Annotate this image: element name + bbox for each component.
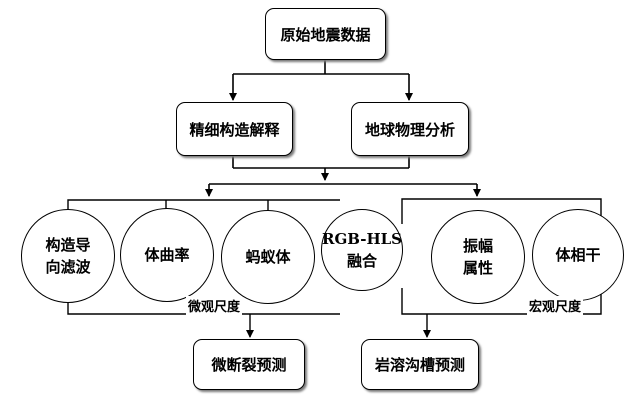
- volume-curvature-circle: 体曲率: [120, 208, 214, 302]
- fine-structure-interpretation-box: 精细构造解释: [176, 102, 293, 156]
- volume-curvature-label: 体曲率: [144, 246, 190, 264]
- rgb-hls-line2: 融合: [346, 252, 377, 270]
- coherence-label: 体相干: [555, 246, 601, 264]
- geophysical-analysis-box: 地球物理分析: [351, 102, 469, 156]
- structure-oriented-filter-circle: 构造导向滤波: [21, 209, 115, 303]
- rgb-hls-fusion-circle: RGB-HLS 融合: [321, 209, 403, 291]
- amplitude-attribute-line2: 属性: [462, 259, 493, 277]
- ant-tracking-circle: 蚂蚁体: [221, 210, 315, 304]
- amplitude-attribute-circle: 振幅属性: [431, 210, 525, 304]
- micro-fracture-prediction-label: 微断裂预测: [211, 356, 287, 374]
- raw-seismic-data-box: 原始地震数据: [265, 8, 386, 60]
- rgb-hls-line1: RGB-HLS: [322, 230, 403, 248]
- coherence-circle: 体相干: [532, 209, 624, 301]
- ant-tracking-label: 蚂蚁体: [245, 248, 291, 266]
- micro-fracture-prediction-box: 微断裂预测: [193, 339, 305, 390]
- karst-trough-prediction-box: 岩溶沟槽预测: [361, 339, 479, 390]
- macro-scale-label: 宏观尺度: [527, 296, 584, 315]
- amplitude-attribute-line1: 振幅: [462, 237, 493, 255]
- raw-seismic-data-label: 原始地震数据: [280, 25, 371, 44]
- structure-oriented-filter-line2: 向滤波: [45, 258, 91, 276]
- micro-scale-label: 微观尺度: [186, 296, 243, 315]
- karst-trough-prediction-label: 岩溶沟槽预测: [374, 356, 465, 374]
- fine-structure-interpretation-label: 精细构造解释: [189, 120, 280, 139]
- geophysical-analysis-label: 地球物理分析: [364, 120, 455, 139]
- structure-oriented-filter-line1: 构造导: [45, 236, 91, 254]
